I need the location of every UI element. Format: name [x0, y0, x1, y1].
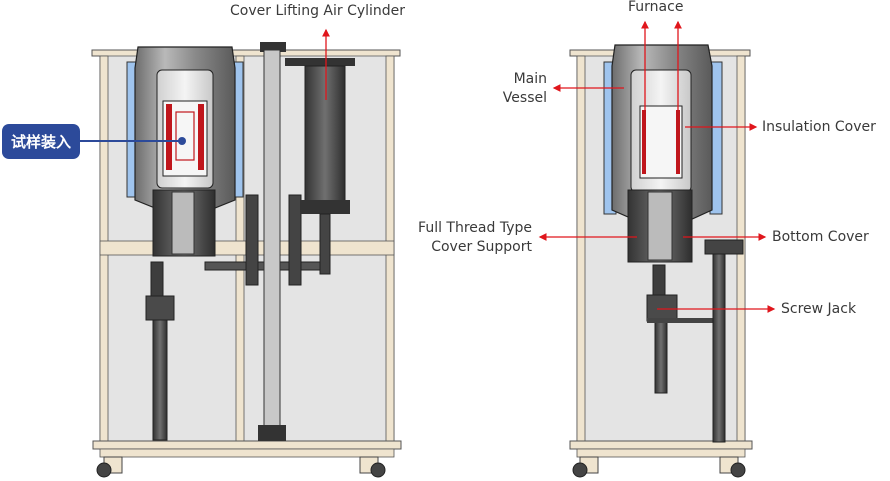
caster-right — [359, 456, 386, 478]
furnace — [639, 105, 683, 179]
support-column — [712, 251, 726, 443]
sample-pointer-dot — [178, 137, 186, 145]
heater-right — [198, 104, 204, 170]
frame-base — [92, 440, 402, 450]
label-screw-jack: Screw Jack — [781, 301, 857, 317]
label-full-thread-line2: Cover Support — [431, 239, 532, 255]
caster-right-view-right — [719, 456, 746, 478]
label-cover-lifting-air-cylinder: Cover Lifting Air Cylinder — [230, 3, 406, 19]
caster-right-view-left — [572, 456, 599, 478]
screw-jack-left — [145, 295, 175, 321]
label-insulation-cover: Insulation Cover — [762, 119, 876, 135]
left-equipment-view — [80, 28, 402, 478]
label-main-vessel-line1: Main — [513, 71, 547, 87]
air-cylinder — [304, 65, 346, 203]
right-equipment-view — [538, 20, 776, 478]
label-bottom-cover: Bottom Cover — [772, 229, 869, 245]
label-main-vessel-line2: Vessel — [502, 90, 547, 106]
guide-pillar — [263, 49, 281, 441]
caster-left — [96, 456, 123, 478]
screw-jack-right — [646, 294, 678, 322]
heater-left — [166, 104, 172, 170]
label-furnace: Furnace — [628, 0, 684, 15]
sample-loading-badge: 试样装入 — [2, 124, 80, 159]
label-full-thread-line1: Full Thread Type — [418, 220, 532, 236]
